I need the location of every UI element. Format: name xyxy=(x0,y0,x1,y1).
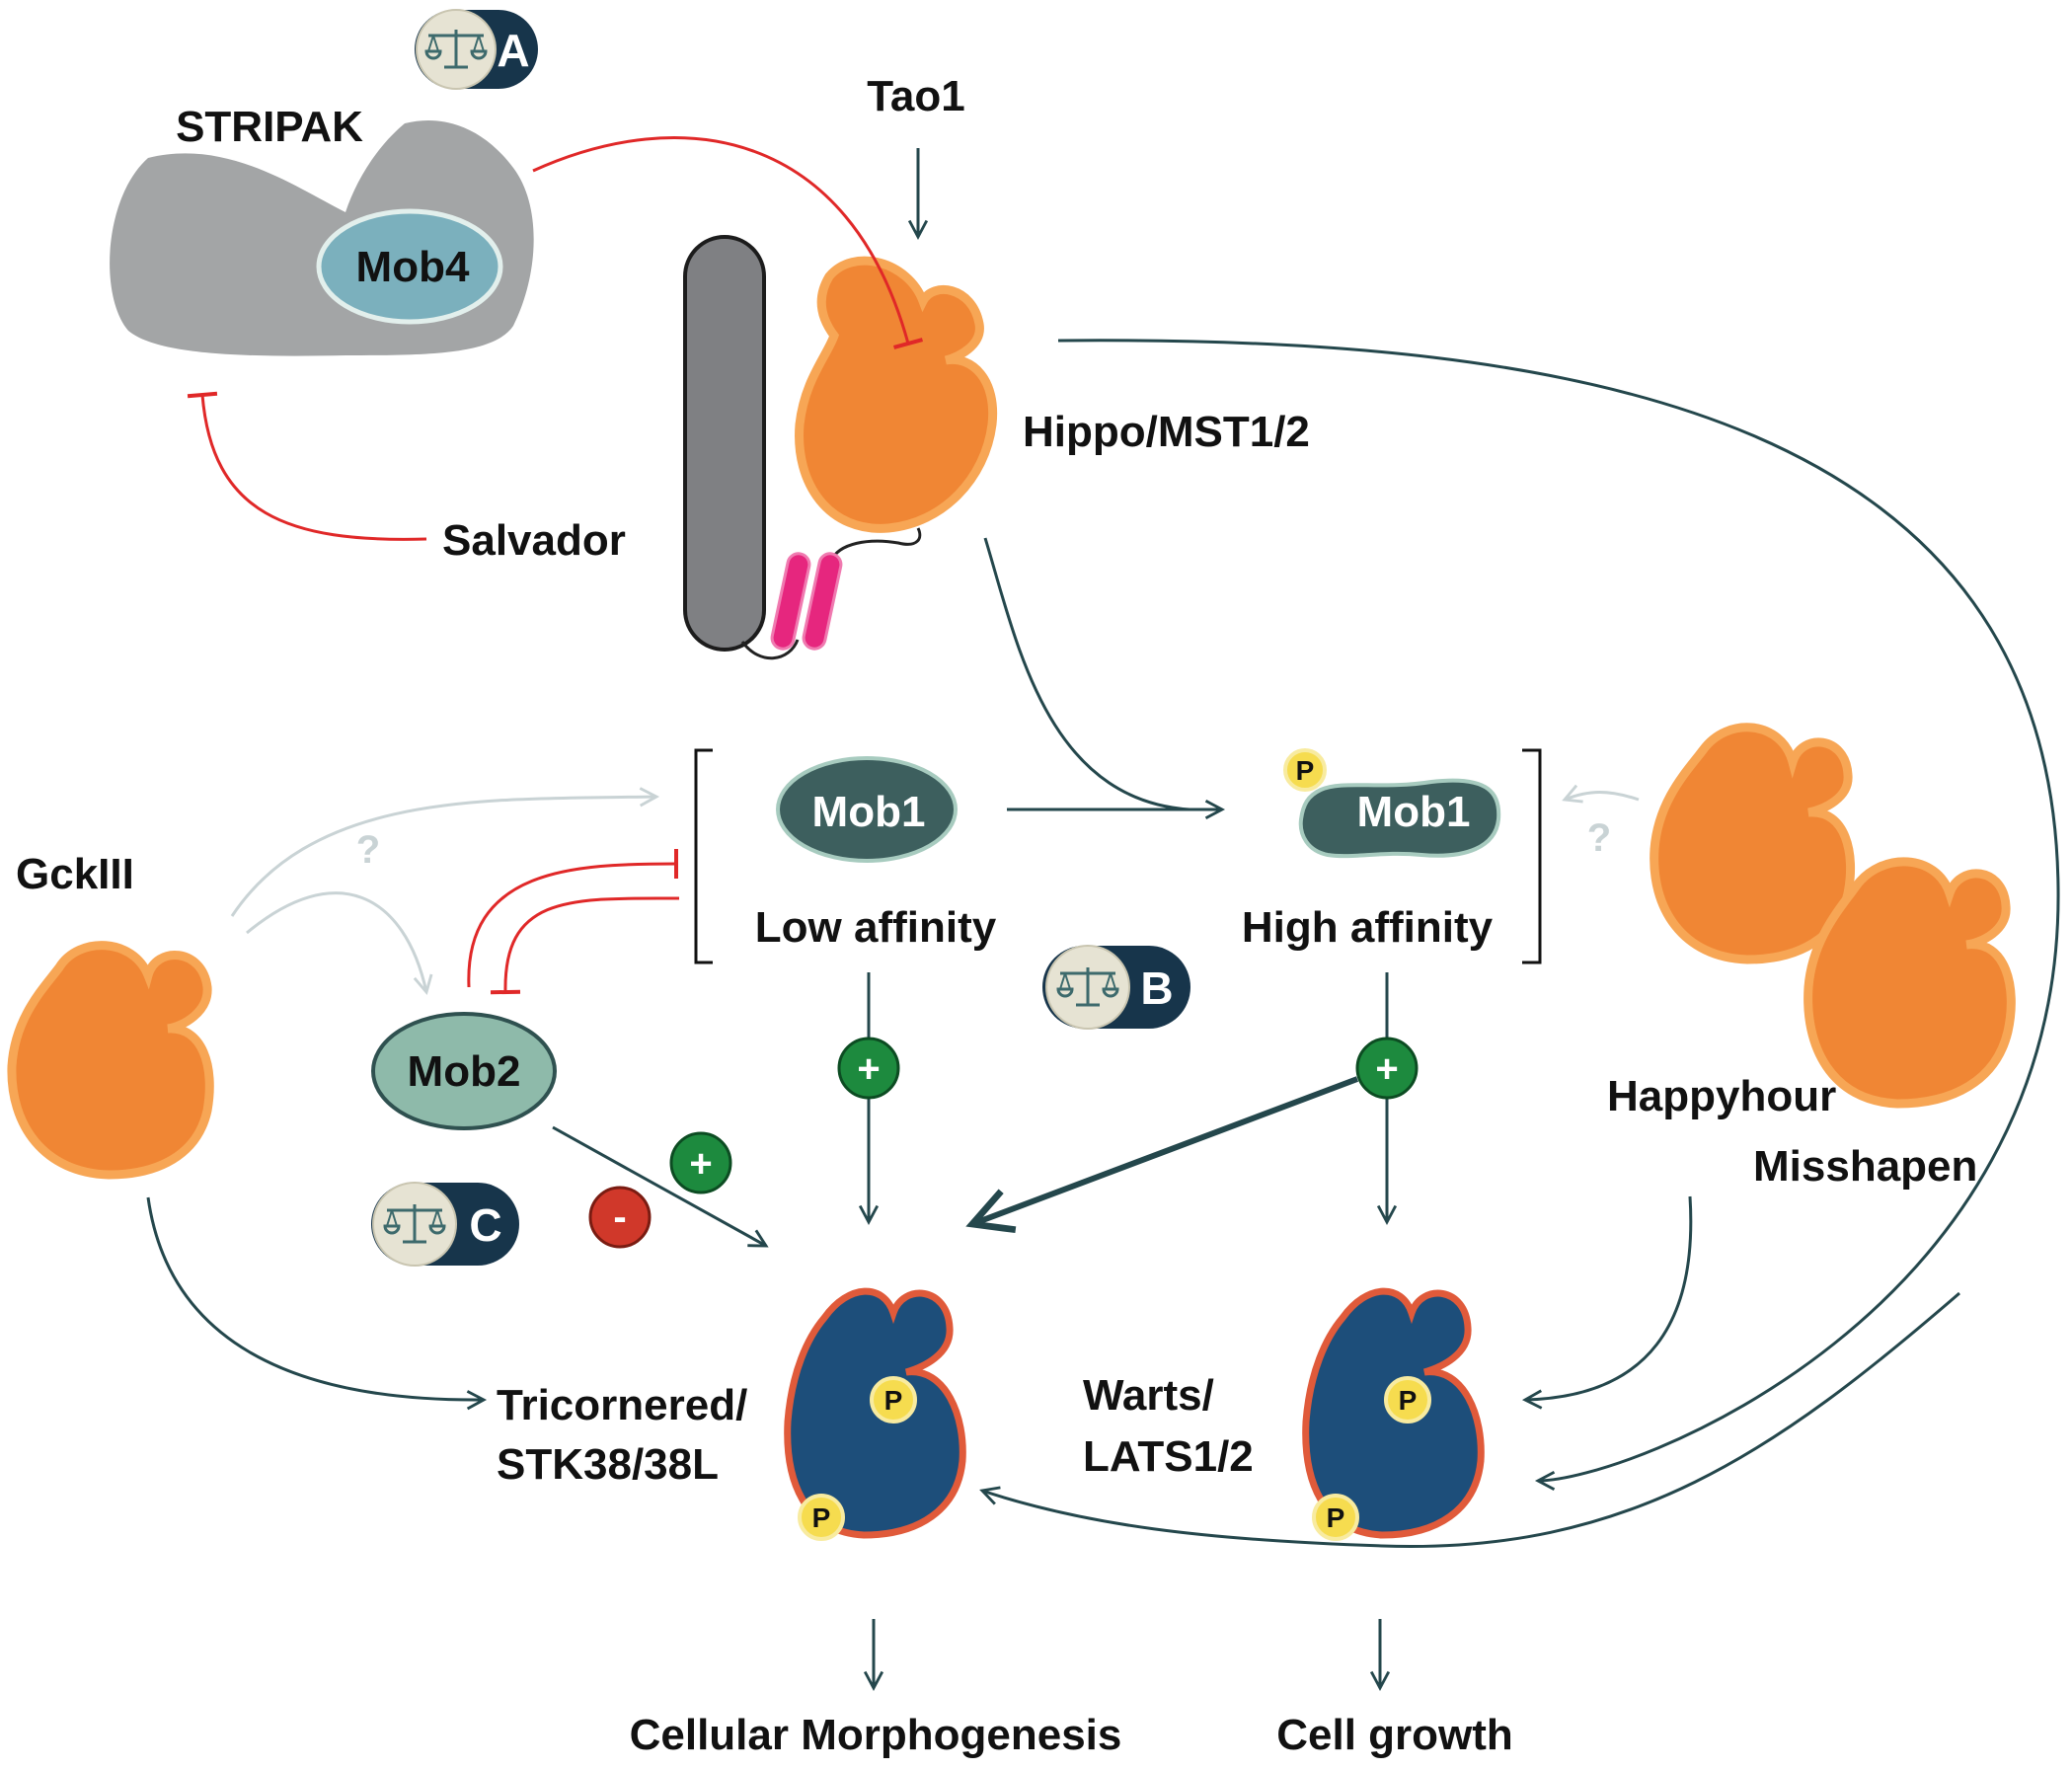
mob2-ellipse xyxy=(371,1012,557,1130)
high-affinity-label: High affinity xyxy=(1242,903,1494,952)
hippo-kinase-shape xyxy=(795,256,998,533)
happyhour-to-warts-arrow xyxy=(1521,1195,1693,1410)
stripak-inhibits-hippo xyxy=(532,136,923,349)
mob2-minus-text: - xyxy=(613,1195,626,1239)
badge-b-letter: B xyxy=(1140,962,1173,1014)
mob2-to-tricornered-arrow xyxy=(552,1125,769,1248)
mob4-ellipse xyxy=(316,208,503,325)
happyhour-to-mob1-faded-arrow xyxy=(1562,784,1640,804)
bracket-left xyxy=(694,748,713,964)
tricornered-phospho-2 xyxy=(798,1494,845,1541)
mob2-plus-sign xyxy=(669,1131,732,1194)
badge-b: B xyxy=(1042,945,1190,1030)
gckiii-to-mob1-faded-arrow xyxy=(230,787,660,917)
mob1-phospho-badge xyxy=(1283,748,1327,792)
low-affinity-label: Low affinity xyxy=(755,903,997,952)
mob1-inhibits-mob2 xyxy=(490,896,680,995)
misshapen-kinase-shape xyxy=(1803,857,2016,1109)
cell-growth-label: Cell growth xyxy=(1276,1711,1513,1759)
bracket-right xyxy=(1522,748,1542,964)
mob2-plus-text: + xyxy=(689,1142,712,1186)
mob1-high-to-tricornered-arrow xyxy=(965,1076,1359,1234)
mob1-low-affinity-ellipse xyxy=(776,756,958,863)
happyhour-label: Happyhour xyxy=(1607,1072,1836,1120)
mob2-inhibits-mob1 xyxy=(467,848,679,988)
mob2-minus-sign xyxy=(588,1186,652,1249)
magenta-linker-1 xyxy=(770,552,811,651)
tao1-label: Tao1 xyxy=(867,72,964,120)
badge-a-letter: A xyxy=(497,25,529,76)
tricornered-phospho-1-label: P xyxy=(884,1385,903,1416)
hippo-to-mob1-arrow xyxy=(983,537,1190,811)
hippo-to-tricornered-arrow xyxy=(979,1291,1960,1549)
cellular-morphogenesis-label: Cellular Morphogenesis xyxy=(630,1711,1122,1759)
salvador-label: Salvador xyxy=(442,516,626,565)
mob1-high-label: Mob1 xyxy=(1357,788,1471,836)
stripak-label: STRIPAK xyxy=(176,103,363,151)
membrane-receptor xyxy=(683,235,922,660)
tricornered-label-line2: STK38/38L xyxy=(497,1440,719,1489)
stripak-complex: Mob4 STRIPAK xyxy=(110,103,534,356)
warts-phospho-2-label: P xyxy=(1327,1502,1345,1533)
tricornered-phospho-1 xyxy=(870,1376,917,1424)
happyhour-unknown-mark: ? xyxy=(1587,816,1611,860)
magenta-linker-2 xyxy=(802,552,843,651)
tricornered-phospho-2-label: P xyxy=(812,1502,831,1533)
mob1-low-plus-sign xyxy=(837,1037,900,1100)
gckiii-to-tricornered-arrow xyxy=(146,1196,488,1411)
salvador-inhibits-stripak xyxy=(187,391,427,541)
tricornered-label-line1: Tricornered/ xyxy=(497,1381,747,1429)
badge-c-letter: C xyxy=(469,1199,501,1251)
badge-a: A xyxy=(415,9,538,90)
badge-c: C xyxy=(371,1182,519,1267)
mob1-high-affinity-shape xyxy=(1298,778,1501,859)
warts-label-line2: LATS1/2 xyxy=(1083,1432,1254,1481)
gckiii-unknown-mark: ? xyxy=(356,828,380,872)
gckiii-to-mob2-faded-arrow xyxy=(246,891,433,995)
warts-phospho-2 xyxy=(1312,1494,1359,1541)
mob1-high-plus-sign xyxy=(1355,1037,1419,1100)
gckiii-label: GckIII xyxy=(16,850,134,898)
misshapen-label: Misshapen xyxy=(1753,1142,1977,1191)
mob1-low-label: Mob1 xyxy=(812,788,926,836)
happyhour-kinase-shape xyxy=(1650,723,1855,964)
mob4-label: Mob4 xyxy=(356,243,470,291)
mob2-label: Mob2 xyxy=(408,1047,521,1096)
warts-label-line1: Warts/ xyxy=(1083,1371,1214,1420)
mob1-high-plus-text: + xyxy=(1375,1047,1398,1091)
membrane-bar xyxy=(683,235,766,652)
gckiii-kinase-shape xyxy=(7,941,214,1180)
hippo-label: Hippo/MST1/2 xyxy=(1023,408,1310,456)
warts-phospho-1 xyxy=(1384,1376,1431,1424)
warts-phospho-1-label: P xyxy=(1399,1385,1418,1416)
mob1-low-plus-text: + xyxy=(857,1047,880,1091)
mob1-phospho-label: P xyxy=(1296,755,1315,786)
hippo-to-warts-arrow xyxy=(1057,339,2060,1492)
